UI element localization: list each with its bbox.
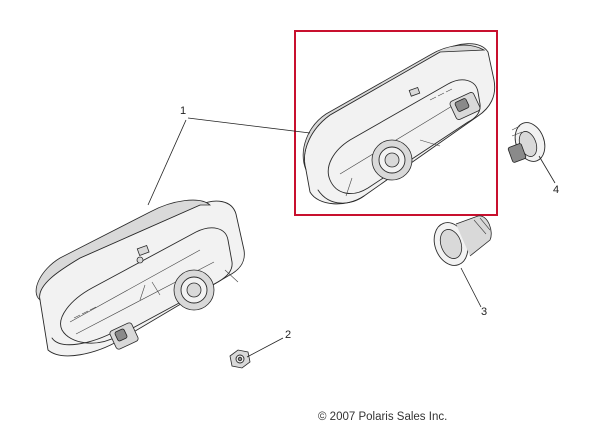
leader-2 [246,337,284,358]
leader-3 [460,267,482,308]
callout-1: 1 [180,105,186,117]
copyright-text: © 2007 Polaris Sales Inc. [318,411,448,423]
leader-1-to-left [147,119,187,206]
leader-4 [538,155,556,184]
bulb-part [507,122,546,163]
nut-part [229,349,251,369]
leader-1-to-right [187,117,311,134]
callout-3: 3 [481,306,487,318]
headlight-assembly-right [302,43,496,205]
callout-4: 4 [553,184,559,196]
bulb-socket-part [433,215,492,266]
callout-2: 2 [285,329,291,341]
leader-lines [147,117,556,358]
headlight-assembly-left [35,199,245,357]
highlight-box [294,30,498,216]
